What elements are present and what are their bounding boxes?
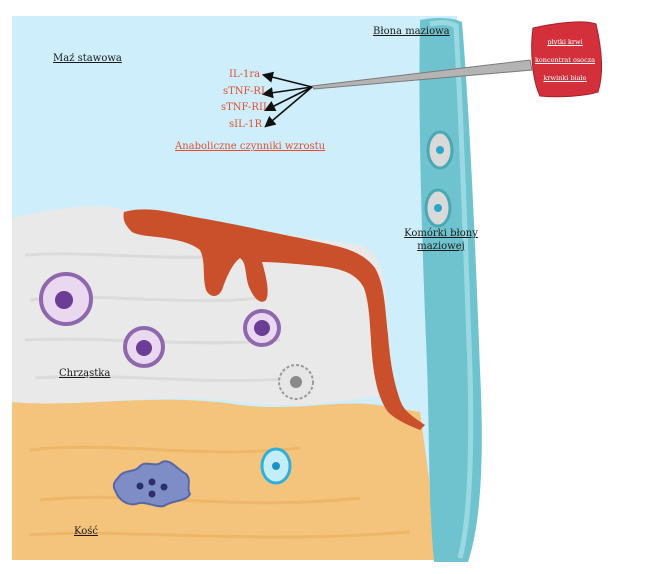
syringe-needle [311, 59, 533, 90]
syringe-barrel [531, 21, 603, 98]
bone-layer [12, 399, 440, 560]
dying-chondrocyte-nucleus [290, 376, 302, 388]
factor-stnf-ri: sTNF-RI [223, 86, 265, 97]
label-cartilage: Chrząstka [59, 368, 111, 379]
chondrocyte-nucleus [254, 320, 270, 336]
osteoclast-nucleus [160, 483, 168, 491]
label-bone: Kość [74, 526, 98, 537]
osteocyte-nucleus [272, 462, 280, 470]
repair-tissue [123, 209, 426, 430]
factor-il1ra: IL-1ra [229, 69, 261, 80]
osteoclast-nucleus [136, 482, 144, 490]
osteoclast-nucleus [148, 478, 156, 486]
arrow [264, 86, 313, 128]
syringe-white-cells: krwinki białe [543, 74, 587, 82]
syringe-plasma: koncentrat osocza [534, 56, 596, 64]
syringe-platelets: płytki krwi [547, 38, 583, 46]
synovial-cell-nucleus [434, 204, 442, 212]
arrow [263, 86, 313, 112]
arrow [261, 71, 313, 88]
chondrocyte-nucleus [136, 340, 152, 356]
arrow [261, 86, 313, 99]
factor-sil1r: sIL-1R [229, 119, 262, 130]
synovial-cell-nucleus [436, 146, 444, 154]
label-synovial-membrane: Błona maziowa [373, 26, 450, 37]
synovial-membrane-inner [429, 20, 474, 559]
cartilage-texture [24, 252, 301, 383]
label-synovial-cells: Komórki błony maziowej [404, 228, 478, 252]
chondrocyte-nucleus [55, 291, 73, 309]
factor-stnf-rii: sTNF-RII [221, 102, 267, 113]
label-growth-factors: Anaboliczne czynniki wzrostu [175, 141, 326, 152]
osteoclast-nucleus [148, 490, 156, 498]
bone-texture [29, 445, 411, 539]
label-synovial-fluid: Maź stawowa [53, 53, 122, 64]
